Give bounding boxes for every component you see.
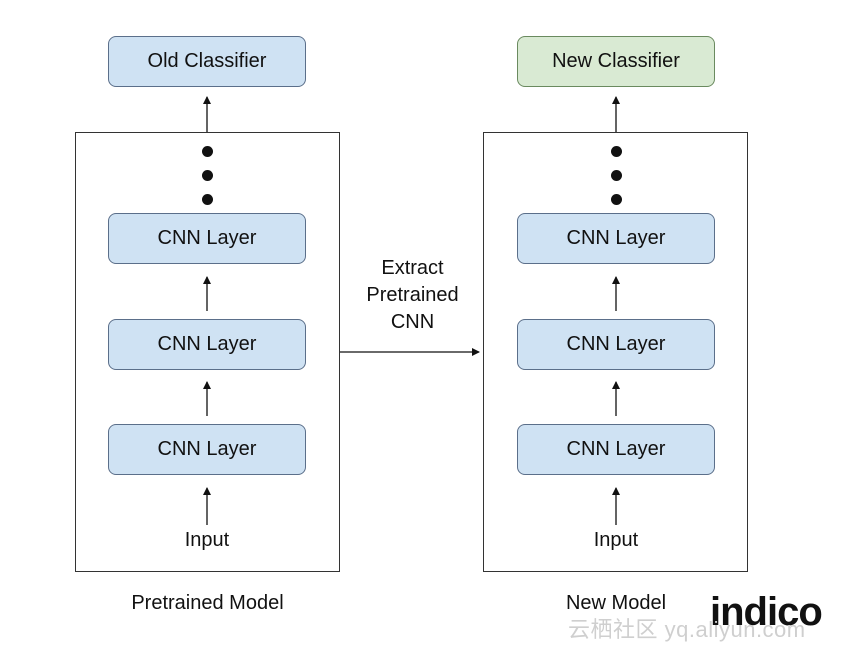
ellipsis-dot bbox=[202, 146, 213, 157]
cnn-layer-box: CNN Layer bbox=[108, 319, 306, 370]
cnn-layer-box: CNN Layer bbox=[108, 213, 306, 264]
cnn-layer-label: CNN Layer bbox=[566, 333, 666, 355]
transfer-label-line: Pretrained bbox=[366, 284, 459, 306]
cnn-layer-label: CNN Layer bbox=[157, 227, 257, 249]
cnn-layer-label: CNN Layer bbox=[157, 438, 257, 460]
cnn-layer-box: CNN Layer bbox=[517, 424, 715, 475]
ellipsis-dot bbox=[611, 146, 622, 157]
transfer-label-line: CNN bbox=[390, 311, 435, 333]
transfer-label: Extract Pretrained CNN bbox=[345, 255, 480, 336]
ellipsis-dot bbox=[611, 170, 622, 181]
new-model-caption: New Model bbox=[565, 592, 667, 614]
cnn-layer-box: CNN Layer bbox=[517, 213, 715, 264]
input-label: Input bbox=[593, 529, 639, 551]
transfer-label-line: Extract bbox=[381, 257, 444, 279]
cnn-layer-label: CNN Layer bbox=[566, 438, 666, 460]
old-classifier-box: Old Classifier bbox=[108, 36, 306, 87]
ellipsis-dot bbox=[202, 194, 213, 205]
old-classifier-label: Old Classifier bbox=[147, 50, 267, 72]
new-classifier-box: New Classifier bbox=[517, 36, 715, 87]
cnn-layer-label: CNN Layer bbox=[157, 333, 257, 355]
cnn-layer-label: CNN Layer bbox=[566, 227, 666, 249]
watermark-text: 云栖社区 yq.aliyun.com bbox=[568, 617, 806, 642]
indico-logo: indico bbox=[710, 590, 823, 634]
cnn-layer-box: CNN Layer bbox=[517, 319, 715, 370]
input-label: Input bbox=[184, 529, 230, 551]
cnn-layer-box: CNN Layer bbox=[108, 424, 306, 475]
ellipsis-dot bbox=[202, 170, 213, 181]
new-classifier-label: New Classifier bbox=[552, 50, 680, 72]
ellipsis-dot bbox=[611, 194, 622, 205]
pretrained-model-caption: Pretrained Model bbox=[131, 592, 284, 614]
